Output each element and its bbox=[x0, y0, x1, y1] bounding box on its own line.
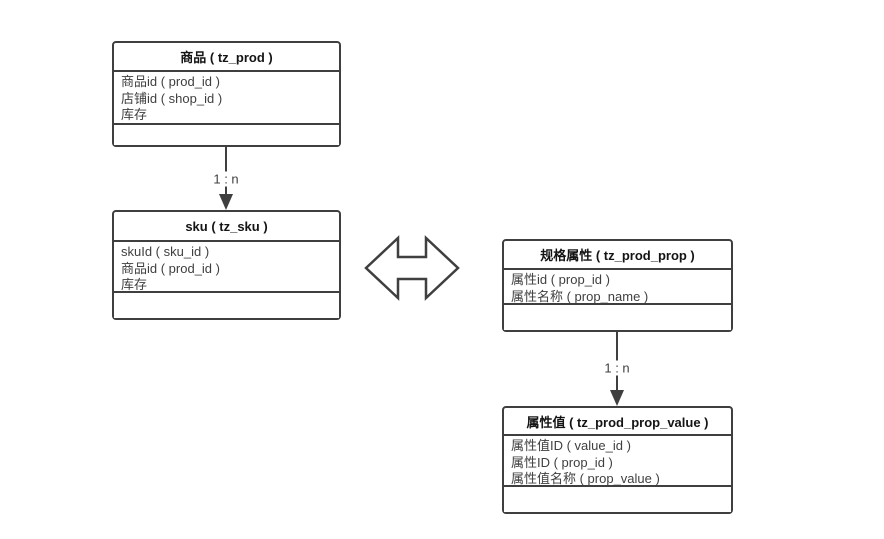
connector-prod-sku-label: 1 : n bbox=[210, 171, 242, 187]
entity-prod-prop-title: 规格属性 ( tz_prod_prop ) bbox=[504, 241, 731, 270]
connector-prop-value-label: 1 : n bbox=[601, 360, 633, 376]
entity-prod-prop-value: 属性值 ( tz_prod_prop_value ) 属性值ID ( value… bbox=[502, 406, 733, 514]
connector-prod-sku-line bbox=[225, 147, 227, 194]
entity-prod-prop-value-title: 属性值 ( tz_prod_prop_value ) bbox=[504, 408, 731, 436]
entity-prod-prop-value-fields: 属性值ID ( value_id ) 属性ID ( prop_id ) 属性值名… bbox=[504, 436, 731, 487]
entity-prod-prop-fields: 属性id ( prop_id ) 属性名称 ( prop_name ) bbox=[504, 270, 731, 305]
entity-sku-footer bbox=[114, 293, 339, 318]
arrowhead-down-icon bbox=[610, 390, 624, 406]
entity-prod-prop: 规格属性 ( tz_prod_prop ) 属性id ( prop_id ) 属… bbox=[502, 239, 733, 332]
entity-field: 商品id ( prod_id ) bbox=[121, 74, 220, 89]
entity-field: 库存 bbox=[121, 277, 148, 292]
entity-field: 库存 bbox=[121, 107, 148, 122]
entity-field: 属性值ID ( value_id ) bbox=[511, 438, 631, 453]
entity-field: 属性id ( prop_id ) bbox=[511, 272, 610, 287]
entity-prod-title: 商品 ( tz_prod ) bbox=[114, 43, 339, 72]
entity-field: 店铺id ( shop_id ) bbox=[121, 90, 223, 106]
entity-field: 商品id ( prod_id ) bbox=[121, 260, 220, 276]
entity-field: 属性值名称 ( prop_value ) bbox=[511, 471, 660, 486]
entity-prod: 商品 ( tz_prod ) 商品id ( prod_id ) 店铺id ( s… bbox=[112, 41, 341, 147]
bidirectional-arrow-icon bbox=[364, 235, 460, 301]
entity-prod-fields: 商品id ( prod_id ) 店铺id ( shop_id ) 库存 bbox=[114, 72, 339, 125]
arrowhead-down-icon bbox=[219, 194, 233, 210]
entity-sku-fields: skuId ( sku_id ) 商品id ( prod_id ) 库存 bbox=[114, 242, 339, 293]
entity-field: 属性ID ( prop_id ) bbox=[511, 454, 613, 470]
entity-prod-footer bbox=[114, 125, 339, 145]
entity-field: skuId ( sku_id ) bbox=[121, 244, 210, 259]
entity-prod-prop-value-footer bbox=[504, 487, 731, 512]
entity-prod-prop-footer bbox=[504, 305, 731, 330]
entity-field: 属性名称 ( prop_name ) bbox=[511, 288, 649, 304]
entity-sku: sku ( tz_sku ) skuId ( sku_id ) 商品id ( p… bbox=[112, 210, 341, 320]
entity-sku-title: sku ( tz_sku ) bbox=[114, 212, 339, 242]
